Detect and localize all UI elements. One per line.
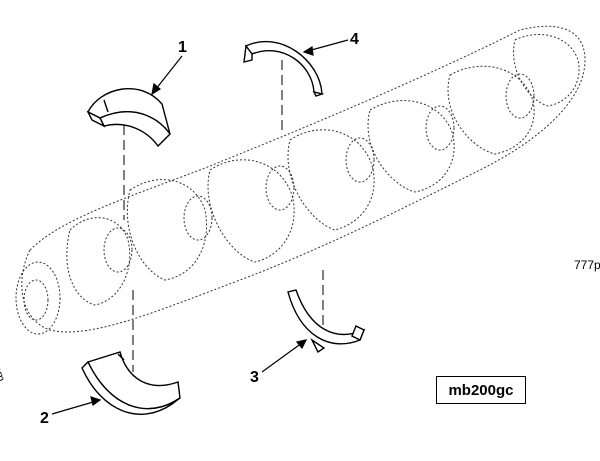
leader-lines: [51, 39, 349, 415]
diagram-code: mb200gc: [448, 381, 514, 399]
main-journal-6: [505, 73, 535, 119]
thrust-washer-upper: [243, 40, 325, 97]
crank-web-6: [447, 65, 535, 155]
callout-1: 1: [178, 39, 187, 56]
crankshaft: [15, 25, 586, 335]
main-journal-3: [265, 165, 295, 211]
bearing-shell-lower: [81, 351, 181, 415]
crankshaft-outline: [21, 25, 586, 333]
leader-arrow-1: [151, 82, 162, 96]
bearing-shell-upper: [86, 88, 171, 148]
crank-web-2: [126, 179, 208, 281]
main-journal-2: [183, 195, 213, 241]
crank-web-1: [66, 217, 131, 306]
main-journal-1: [103, 227, 133, 273]
thrust-washer-lower: [287, 289, 366, 354]
diagram-code-box: mb200gc: [436, 376, 526, 404]
leader-arrow-2: [90, 396, 102, 407]
crank-nose: [15, 261, 61, 335]
crank-web-3: [207, 159, 295, 263]
main-journal-4: [345, 137, 375, 183]
callout-4: 4: [350, 31, 359, 48]
crank-web-5: [367, 100, 455, 193]
callout-2: 2: [40, 410, 49, 427]
callout-3: 3: [250, 369, 259, 386]
leader-arrow-4: [302, 45, 314, 56]
leader-line-3: [261, 339, 307, 373]
main-journal-5: [425, 105, 455, 151]
watermark-right: 777parts.com: [574, 258, 600, 272]
leader-arrow-3: [295, 339, 308, 350]
crank-web-7: [513, 33, 580, 107]
crank-nose-inner: [23, 279, 49, 321]
crank-web-4: [287, 129, 375, 231]
center-lines: [123, 60, 324, 372]
